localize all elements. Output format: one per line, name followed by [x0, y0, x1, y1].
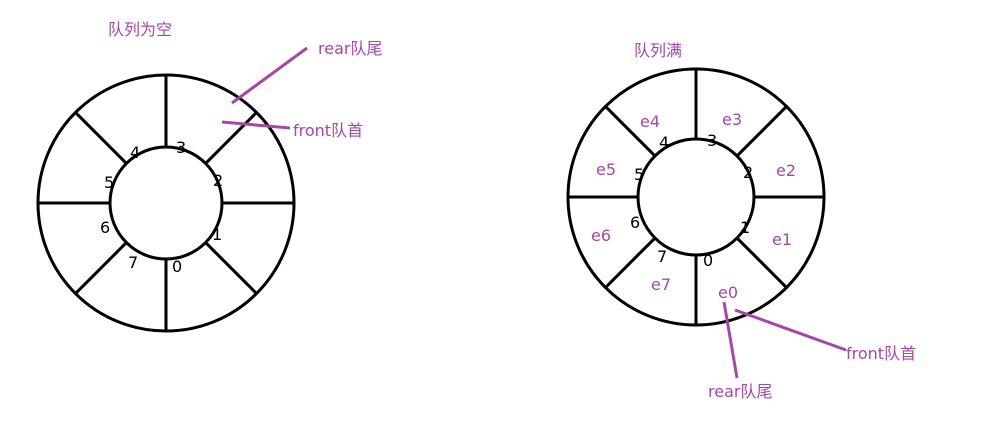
- slot-index: 4: [659, 133, 669, 152]
- slot-index: 1: [740, 218, 750, 237]
- slot-index: 5: [634, 165, 644, 184]
- slot-index: 3: [707, 131, 717, 150]
- slot-divider: [604, 236, 657, 289]
- queue-element: e0: [718, 283, 738, 302]
- front-pointer-line: [734, 308, 847, 352]
- slot-index: 2: [743, 163, 753, 182]
- queue-element: e7: [651, 275, 671, 294]
- empty-rear-label: rear队尾: [318, 39, 382, 58]
- slot-index: 6: [100, 218, 110, 237]
- rear-pointer-line: [231, 46, 308, 105]
- slot-index: 5: [104, 173, 114, 192]
- slot-index: 1: [212, 225, 222, 244]
- slot-index: 0: [703, 251, 713, 270]
- slot-index: 7: [657, 247, 667, 266]
- full-queue-title: 队列满: [634, 41, 682, 60]
- empty-front-label: front队首: [293, 121, 363, 140]
- queue-element: e6: [591, 226, 611, 245]
- inner-circle: [636, 137, 756, 257]
- full-rear-label: rear队尾: [708, 382, 772, 401]
- slot-divider: [74, 111, 128, 165]
- slot-index: 3: [176, 138, 186, 157]
- slot-index: 6: [630, 213, 640, 232]
- full-front-label: front队首: [846, 344, 916, 363]
- slot-divider: [604, 105, 657, 158]
- inner-circle: [108, 145, 224, 261]
- queue-element: e2: [776, 161, 796, 180]
- queue-element: e3: [722, 110, 742, 129]
- rear-pointer-line: [722, 301, 739, 379]
- queue-element: e1: [772, 230, 792, 249]
- slot-divider: [74, 241, 128, 295]
- slot-divider: [735, 236, 788, 289]
- empty-queue-title: 队列为空: [108, 20, 172, 39]
- slot-divider: [204, 241, 258, 295]
- slot-index: 2: [213, 171, 223, 190]
- slot-index: 0: [172, 257, 182, 276]
- queue-element: e4: [640, 112, 660, 131]
- slot-index: 4: [130, 143, 140, 162]
- front-pointer-line: [221, 120, 291, 130]
- slot-divider: [204, 111, 258, 165]
- slot-divider: [735, 105, 788, 158]
- slot-index: 7: [128, 253, 138, 272]
- queue-element: e5: [596, 160, 616, 179]
